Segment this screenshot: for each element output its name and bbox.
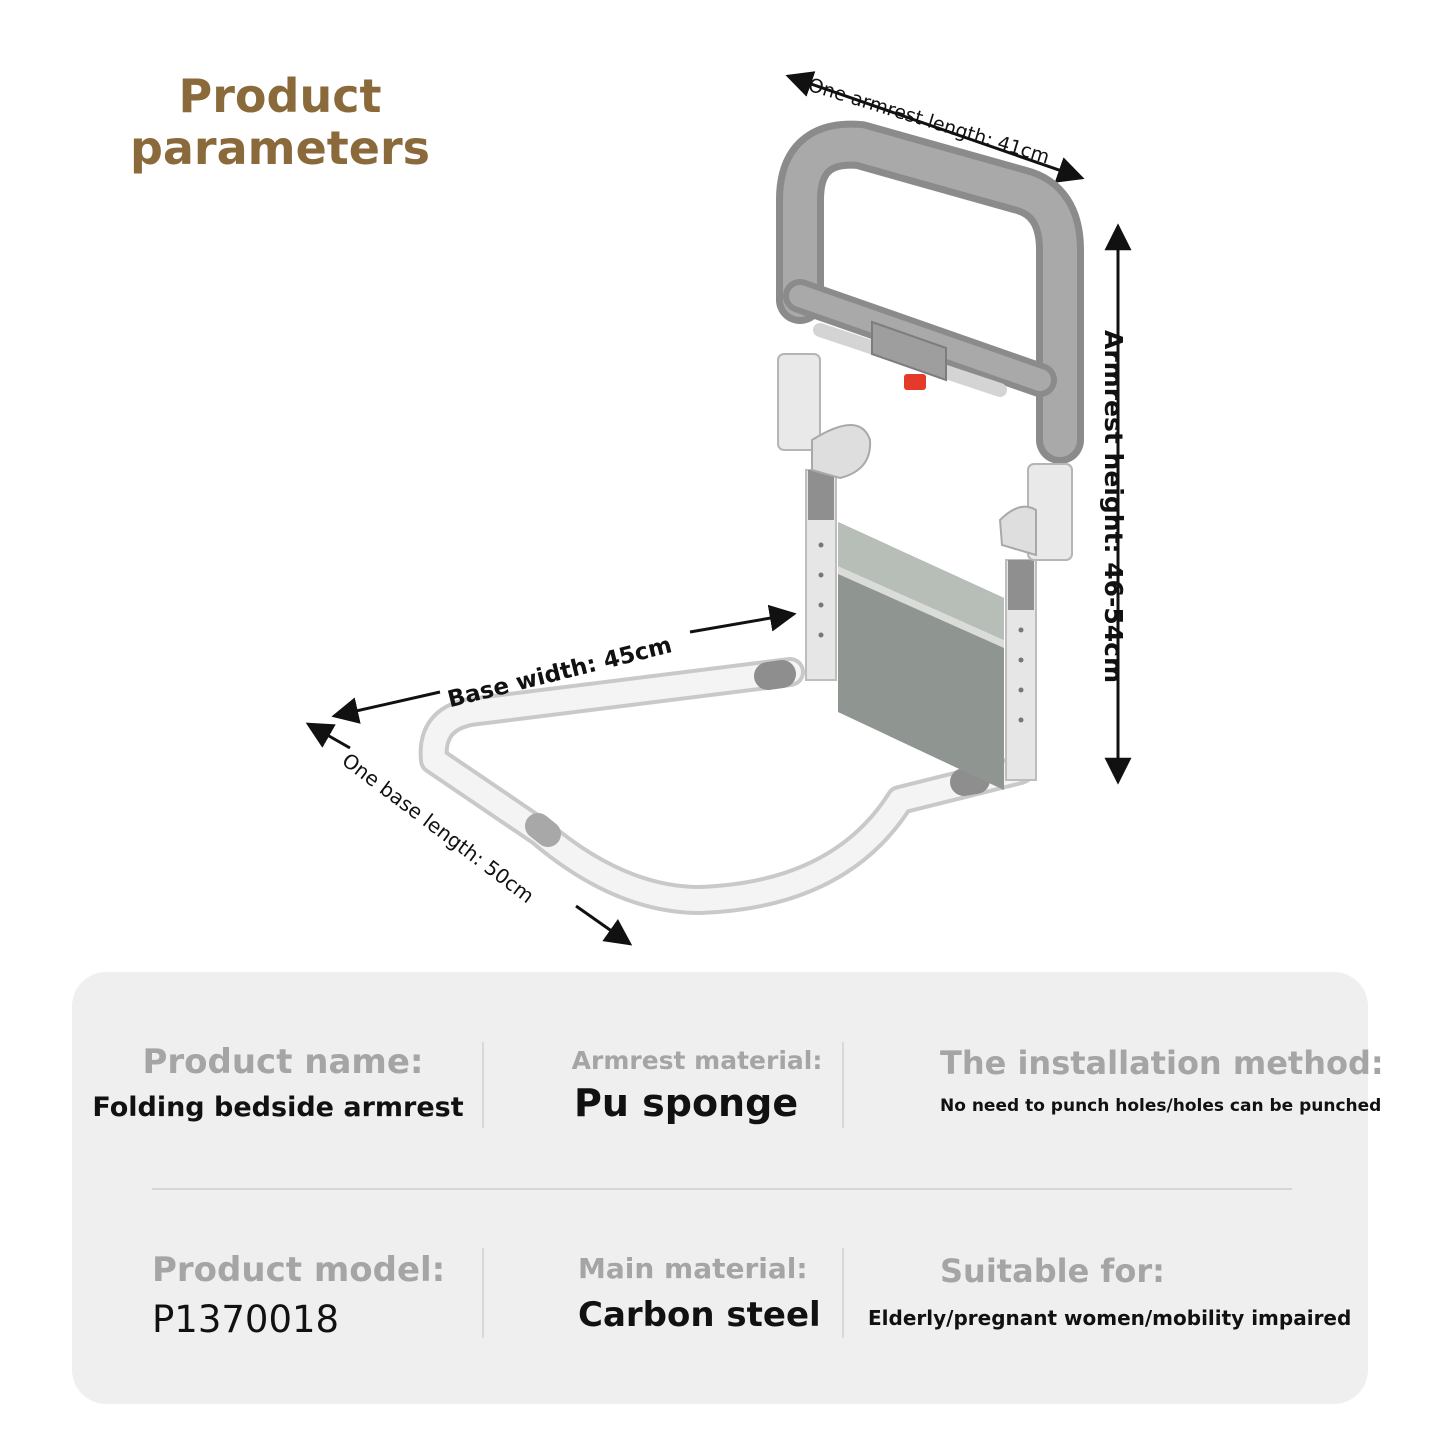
armrest-height-label: Armrest height: 46-54cm — [1099, 330, 1128, 684]
handle-frame — [776, 120, 1084, 464]
armrest-material-cell: Armrest material: Pu sponge — [532, 1046, 862, 1125]
base-length-arrow-top — [305, 722, 351, 750]
base-width-arrow-left — [331, 690, 441, 724]
dimension-arrows — [305, 71, 1132, 946]
main-material-value: Carbon steel — [578, 1295, 821, 1335]
base-width-arrow-right — [689, 604, 797, 634]
bedside-armrest-illustration — [305, 71, 1132, 946]
base-frame — [418, 657, 1035, 915]
main-material-cell: Main material: Carbon steel — [532, 1252, 908, 1335]
product-model-label: Product model: — [152, 1250, 446, 1290]
installation-method-label: The installation method: — [940, 1044, 1384, 1082]
mesh-panel — [838, 522, 1004, 790]
suitable-for-cell: Suitable for: Elderly/pregnant women/mob… — [868, 1252, 1358, 1330]
installation-method-value: No need to punch holes/holes can be punc… — [940, 1096, 1382, 1116]
folding-joints — [777, 353, 1073, 561]
release-latch — [871, 320, 947, 390]
base-length-arrow-bottom — [575, 904, 633, 946]
product-name-cell: Product name: Folding bedside armrest — [72, 1042, 484, 1123]
row-divider — [152, 1188, 1292, 1190]
page-title-line-2: parameters — [129, 121, 431, 175]
product-name-value: Folding bedside armrest — [92, 1092, 464, 1123]
armrest-material-value: Pu sponge — [574, 1081, 799, 1125]
red-release-button-icon — [904, 374, 926, 390]
suitable-for-label: Suitable for: — [940, 1252, 1165, 1290]
armrest-length-arrow — [785, 71, 1085, 183]
product-model-cell: Product model: P1370018 — [152, 1250, 492, 1341]
column-divider — [842, 1248, 844, 1338]
armrest-material-label: Armrest material: — [571, 1046, 823, 1075]
installation-method-cell: The installation method: No need to punc… — [872, 1044, 1384, 1116]
specs-panel: Product name: Folding bedside armrest Ar… — [72, 972, 1384, 1404]
product-model-value: P1370018 — [152, 1298, 340, 1341]
column-divider — [482, 1248, 484, 1338]
suitable-for-value: Elderly/pregnant women/mobility impaired — [868, 1306, 1352, 1330]
column-divider — [842, 1042, 844, 1128]
page-title-line-1: Product — [178, 69, 382, 123]
product-name-label: Product name: — [142, 1042, 424, 1082]
column-divider — [482, 1042, 484, 1128]
page-title: Product parameters — [60, 70, 500, 174]
main-material-label: Main material: — [578, 1252, 808, 1285]
vertical-posts — [805, 469, 1037, 781]
